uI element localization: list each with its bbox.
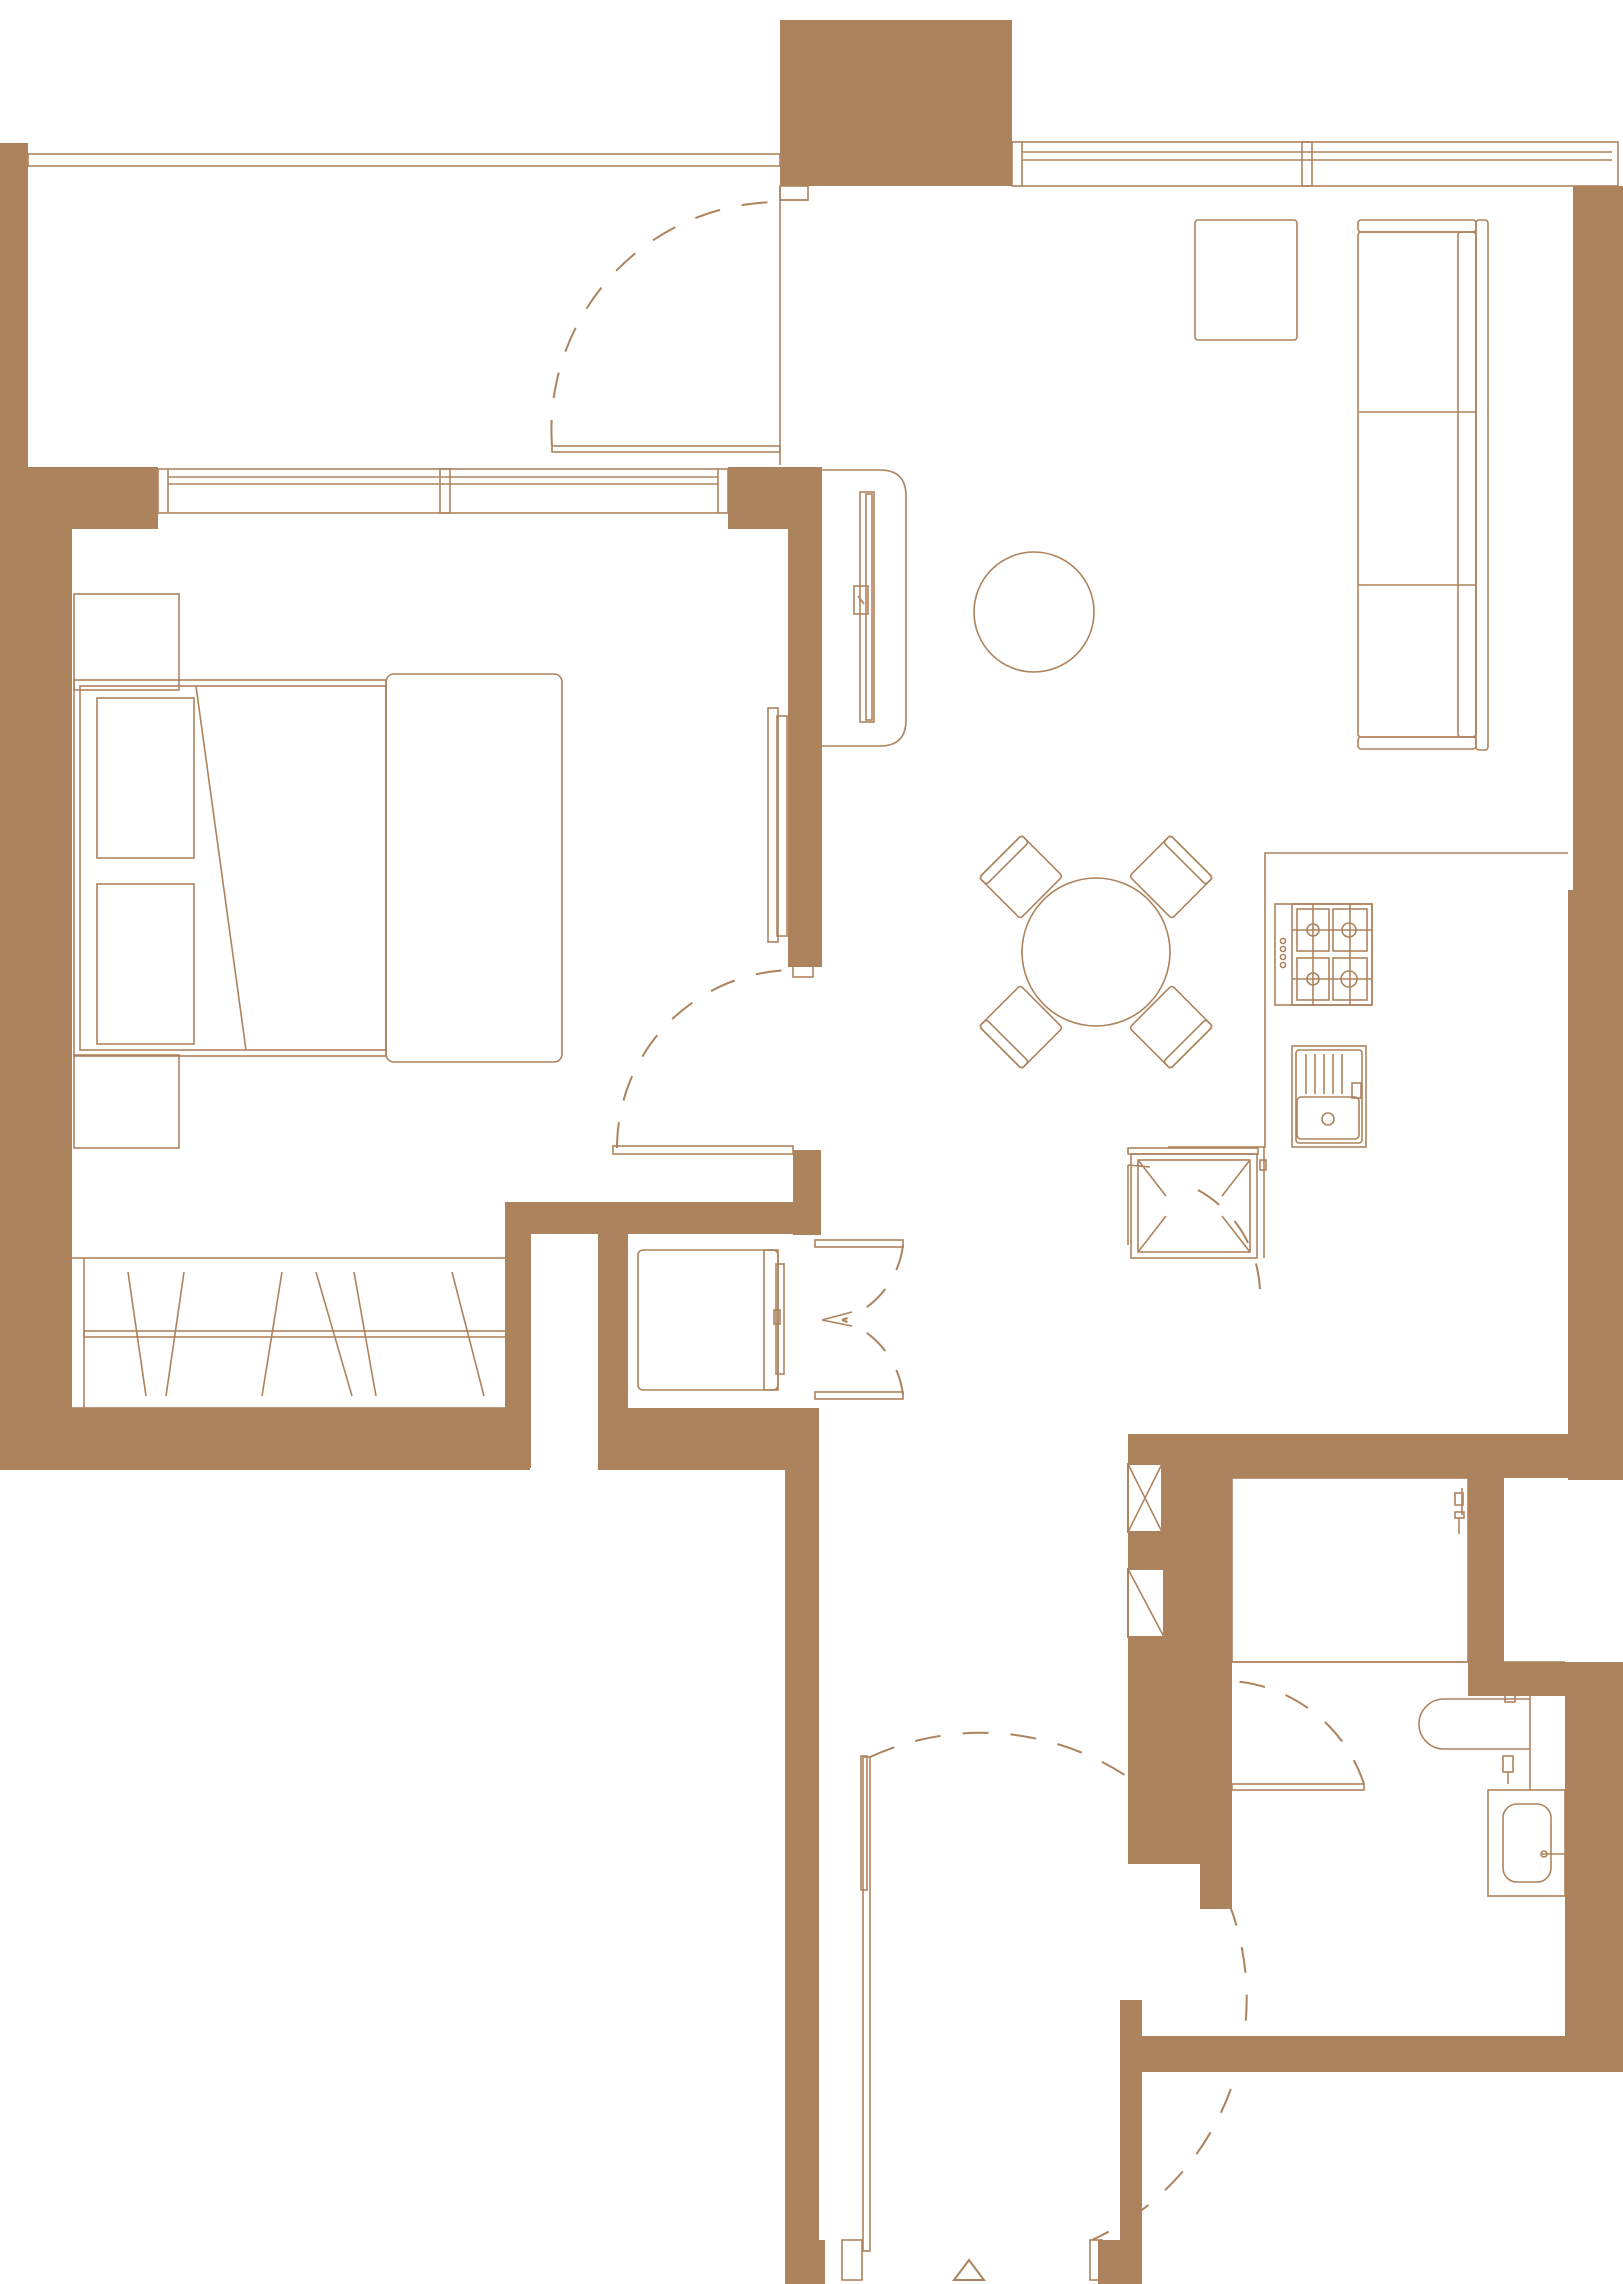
burner <box>1341 922 1357 938</box>
kitchen <box>1127 852 1568 1259</box>
bed <box>73 673 563 1063</box>
wall-bath-door-jamb-low <box>1200 1795 1232 1825</box>
dining-table <box>1021 877 1171 1027</box>
door-bathroom[interactable] <box>1200 1680 1365 1791</box>
balcony-railing <box>27 153 781 167</box>
chair <box>979 835 1063 919</box>
kitchen-sink <box>1291 1045 1367 1148</box>
cabinet <box>1127 1568 1165 1638</box>
hallway-storage <box>1127 1463 1165 1638</box>
wall-bath-right <box>1565 1662 1623 2072</box>
cooktop <box>1274 903 1373 1006</box>
bathroom <box>1231 1477 1566 1897</box>
chair <box>1129 835 1213 919</box>
fridge <box>1127 1146 1267 1259</box>
burner <box>1306 972 1320 986</box>
wall-right-living <box>1573 186 1623 896</box>
sofa <box>1357 219 1489 751</box>
bed-blanket <box>385 673 563 1063</box>
nightstand-bottom <box>73 1054 180 1149</box>
wall-entry-right-ext <box>1120 2036 1230 2072</box>
wall-bath-bottom <box>1200 2036 1623 2072</box>
cabinet <box>1127 1463 1163 1533</box>
entrance-triangle-icon <box>952 2258 986 2281</box>
bedroom-furniture <box>61 593 788 1409</box>
wall-bath-top <box>1200 1434 1623 1478</box>
wall-bath-mid-right <box>1468 1434 1504 1696</box>
nightstand-top <box>73 593 180 691</box>
armchair <box>1194 219 1298 341</box>
window-living <box>1011 141 1619 187</box>
doors <box>550 185 1365 2281</box>
door-balcony[interactable] <box>550 185 809 465</box>
wall-laundry-bottom <box>598 1408 818 1470</box>
living-furniture <box>822 219 1489 1069</box>
dining-set <box>979 835 1213 1069</box>
door-bedroom[interactable] <box>612 964 814 1155</box>
wall-left-exterior <box>0 143 28 470</box>
walls <box>0 20 1623 2284</box>
chair <box>1129 985 1213 1069</box>
pillow-top <box>96 697 195 859</box>
living-tv-unit <box>822 469 907 747</box>
wall-bath-left <box>1200 1434 1232 1909</box>
wall-wardrobe-right <box>505 1202 531 1468</box>
bedroom-tv <box>767 707 788 943</box>
windows <box>27 141 1619 514</box>
toilet <box>1418 1680 1530 1750</box>
kitchen-counter <box>1168 852 1568 1148</box>
wall-entry-bottom-right <box>1098 2240 1142 2284</box>
wall-top-pillar <box>780 20 1012 186</box>
wall-left-bedroom <box>0 467 72 1467</box>
toilet-flush <box>1502 1755 1514 1784</box>
burner <box>1340 970 1358 988</box>
pillow-bottom <box>96 883 195 1045</box>
door-kitchen-tall-unit[interactable] <box>1127 1164 1261 1291</box>
wall-laundry-top <box>598 1202 820 1232</box>
wall-right-kitchen <box>1568 890 1623 1480</box>
burner <box>1306 923 1320 937</box>
washing-machine <box>637 1249 785 1391</box>
wall-bedroom-bottom <box>0 1408 530 1470</box>
door-entrance[interactable] <box>841 1731 1248 2281</box>
wall-bedroom-right <box>788 467 822 967</box>
window-bedroom <box>157 468 729 514</box>
shower-area <box>1231 1477 1469 1663</box>
chair <box>979 985 1063 1069</box>
coffee-table <box>973 551 1095 673</box>
wall-bedroom-top-left <box>36 467 158 529</box>
washbasin <box>1487 1789 1566 1897</box>
door-laundry[interactable] <box>814 1239 904 1400</box>
wardrobe <box>61 1257 507 1409</box>
shower-mixer <box>1454 1488 1465 1534</box>
wall-hallway-right-low <box>1120 2072 1142 2284</box>
wall-entry-bottom-left <box>785 2240 825 2284</box>
wall-hallway-left <box>785 1408 819 2284</box>
